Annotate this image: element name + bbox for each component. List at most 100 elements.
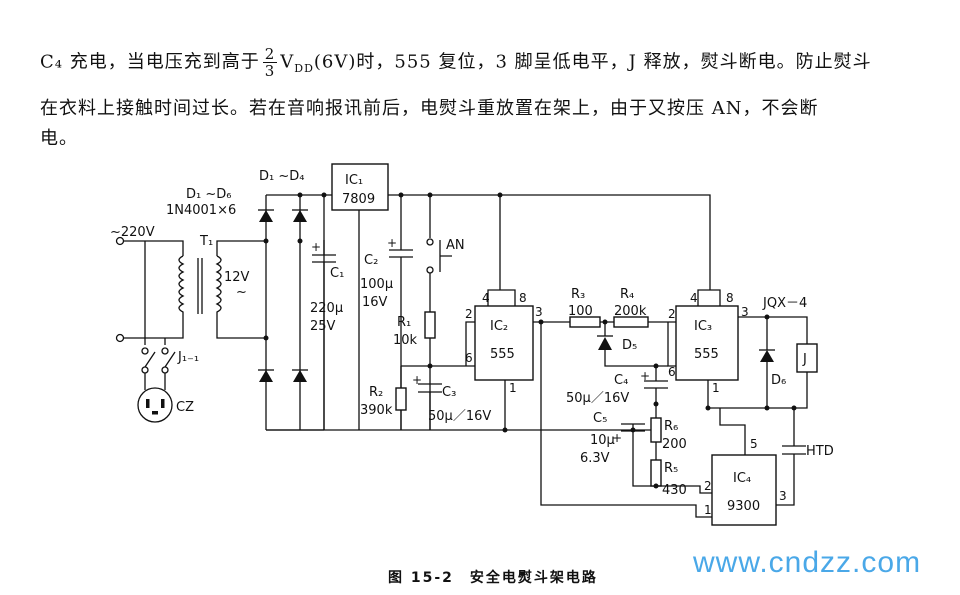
resistor-r2 bbox=[395, 387, 407, 411]
c1-value-label: 220μ bbox=[310, 301, 343, 316]
r3-label: R₃ bbox=[571, 287, 585, 302]
c2-voltage-label: 16V bbox=[362, 295, 388, 310]
svg-text:2: 2 bbox=[465, 307, 473, 321]
timing-input-section: AN R₁ 10k R₂ 390k + C₃ 50μ／16V bbox=[360, 195, 491, 430]
r4-label: R₄ bbox=[620, 287, 634, 302]
ground-rail-left bbox=[266, 380, 590, 431]
r5-label: R₅ bbox=[664, 461, 678, 476]
j11-contact-left-bottom bbox=[141, 366, 149, 374]
j11-label: J₁₋₁ bbox=[177, 350, 199, 365]
an-contact-top bbox=[426, 238, 434, 246]
line1-start: C₄ 充电，当电压充到高于 bbox=[40, 51, 260, 73]
j11-contact-right-bottom bbox=[161, 366, 169, 374]
svg-text:+: + bbox=[387, 236, 397, 250]
ic4-label: IC₄ bbox=[733, 471, 751, 486]
c5-label: C₅ bbox=[593, 411, 607, 426]
an-contact-bottom bbox=[426, 266, 434, 274]
svg-text:6: 6 bbox=[668, 365, 676, 379]
ic2-pin4-pin8-wiring bbox=[487, 195, 516, 306]
svg-text:1: 1 bbox=[712, 381, 720, 395]
paragraph-line-3: 电。 bbox=[40, 128, 78, 149]
t1-secondary-winding bbox=[215, 255, 222, 316]
htd-label: HTD bbox=[806, 444, 834, 459]
transformer-t1: T₁ 12V ~ bbox=[178, 234, 266, 339]
t1-primary-winding bbox=[178, 255, 185, 316]
secondary-tilde: ~ bbox=[236, 285, 247, 300]
vdd-symbol: V bbox=[280, 51, 295, 73]
regulator-section: + C₁ 220μ 25V IC₁ 7809 + C₂ 100μ 16V bbox=[310, 163, 711, 430]
c1-voltage-label: 25V bbox=[310, 319, 336, 334]
secondary-voltage-label: 12V bbox=[224, 270, 250, 285]
svg-text:+: + bbox=[311, 240, 321, 254]
capacitor-c4 bbox=[644, 366, 668, 404]
bridge-name-label: D₁ ~D₄ bbox=[259, 169, 304, 184]
resistor-r6 bbox=[650, 417, 662, 443]
j11-contact-left-top bbox=[141, 347, 149, 355]
svg-text:1: 1 bbox=[509, 381, 517, 395]
ic2-box bbox=[474, 305, 534, 381]
t1-secondary-wires bbox=[216, 240, 266, 339]
c2-value-label: 100μ bbox=[360, 277, 393, 292]
c2-label: C₂ bbox=[364, 253, 378, 268]
ic3-part-label: 555 bbox=[694, 347, 719, 362]
sound-alarm-section: + C₅ 10μ 6.3V R₆ 200 R₅ 430 IC₄ 9300 2 1… bbox=[580, 401, 834, 526]
ac-to-plug-wires bbox=[144, 241, 166, 345]
svg-text:1: 1 bbox=[704, 503, 712, 517]
vdd-subscript: DD bbox=[294, 62, 314, 76]
resistor-r5 bbox=[650, 459, 662, 487]
svg-text:5: 5 bbox=[750, 437, 758, 451]
svg-text:3: 3 bbox=[779, 489, 787, 503]
resistor-r4 bbox=[613, 316, 649, 328]
plug-leads bbox=[144, 373, 166, 390]
bridge-frame bbox=[265, 194, 301, 431]
r4-value-label: 200k bbox=[614, 304, 647, 319]
ic2-pin2-pin6-wiring bbox=[465, 321, 475, 367]
ic4-part-label: 9300 bbox=[727, 499, 760, 514]
r6-value-label: 200 bbox=[662, 437, 687, 452]
an-label: AN bbox=[446, 238, 465, 253]
an-pushbutton-icon bbox=[439, 240, 452, 272]
r6-label: R₆ bbox=[664, 419, 678, 434]
socket-pin-left bbox=[146, 399, 150, 408]
t1-core bbox=[197, 258, 203, 314]
svg-text:2: 2 bbox=[704, 479, 712, 493]
ic1-part-label: 7809 bbox=[342, 192, 375, 207]
relay-j-label: J bbox=[802, 352, 807, 367]
ac-voltage-label: ~220V bbox=[110, 225, 155, 240]
diode-d4-icon bbox=[293, 370, 307, 382]
c4-value-label: 50μ／16V bbox=[566, 391, 629, 406]
diode-d3-icon bbox=[259, 370, 273, 382]
relay-model-label: JQX－4 bbox=[762, 296, 807, 311]
svg-text:4: 4 bbox=[690, 291, 698, 305]
svg-text:+: + bbox=[640, 369, 650, 383]
ic3-timer-and-relay: IC₃ 555 4 8 2 3 6 1 D₆ J JQX－4 bbox=[668, 289, 818, 411]
c5-voltage-label: 6.3V bbox=[580, 451, 610, 466]
bridge-rectifier: D₁ ~D₆ 1N4001×6 D₁ ~D₄ bbox=[166, 169, 325, 431]
ic3-box bbox=[675, 305, 739, 381]
capacitor-c3 bbox=[418, 383, 442, 430]
ic3-pin4-pin8-wiring bbox=[697, 289, 721, 306]
svg-text:2: 2 bbox=[668, 307, 676, 321]
ic1-label: IC₁ bbox=[345, 173, 363, 188]
ic2-part-label: 555 bbox=[490, 347, 515, 362]
relay-wiring bbox=[707, 316, 808, 409]
j11-contact-right-top bbox=[161, 347, 169, 355]
relay-coil-j bbox=[796, 343, 818, 373]
c1-label: C₁ bbox=[330, 266, 344, 281]
ic4-box bbox=[711, 454, 777, 526]
ic2-timer: IC₂ 555 4 8 2 3 6 1 bbox=[266, 195, 712, 518]
socket-pin-earth bbox=[152, 411, 158, 415]
ac-terminal-top bbox=[115, 236, 125, 246]
r5-value-label: 430 bbox=[662, 483, 687, 498]
diode-d5-icon bbox=[598, 337, 612, 350]
capacitor-c1 bbox=[312, 240, 336, 430]
socket-pin-right bbox=[161, 399, 165, 408]
c3-value-label: 50μ／16V bbox=[428, 409, 491, 424]
regulator-wiring bbox=[324, 194, 711, 430]
diode-d6-icon bbox=[760, 350, 774, 362]
fraction-numerator: 2 bbox=[262, 45, 278, 63]
figure-caption: 图 15-2 安全电熨斗架电路 bbox=[388, 570, 598, 586]
